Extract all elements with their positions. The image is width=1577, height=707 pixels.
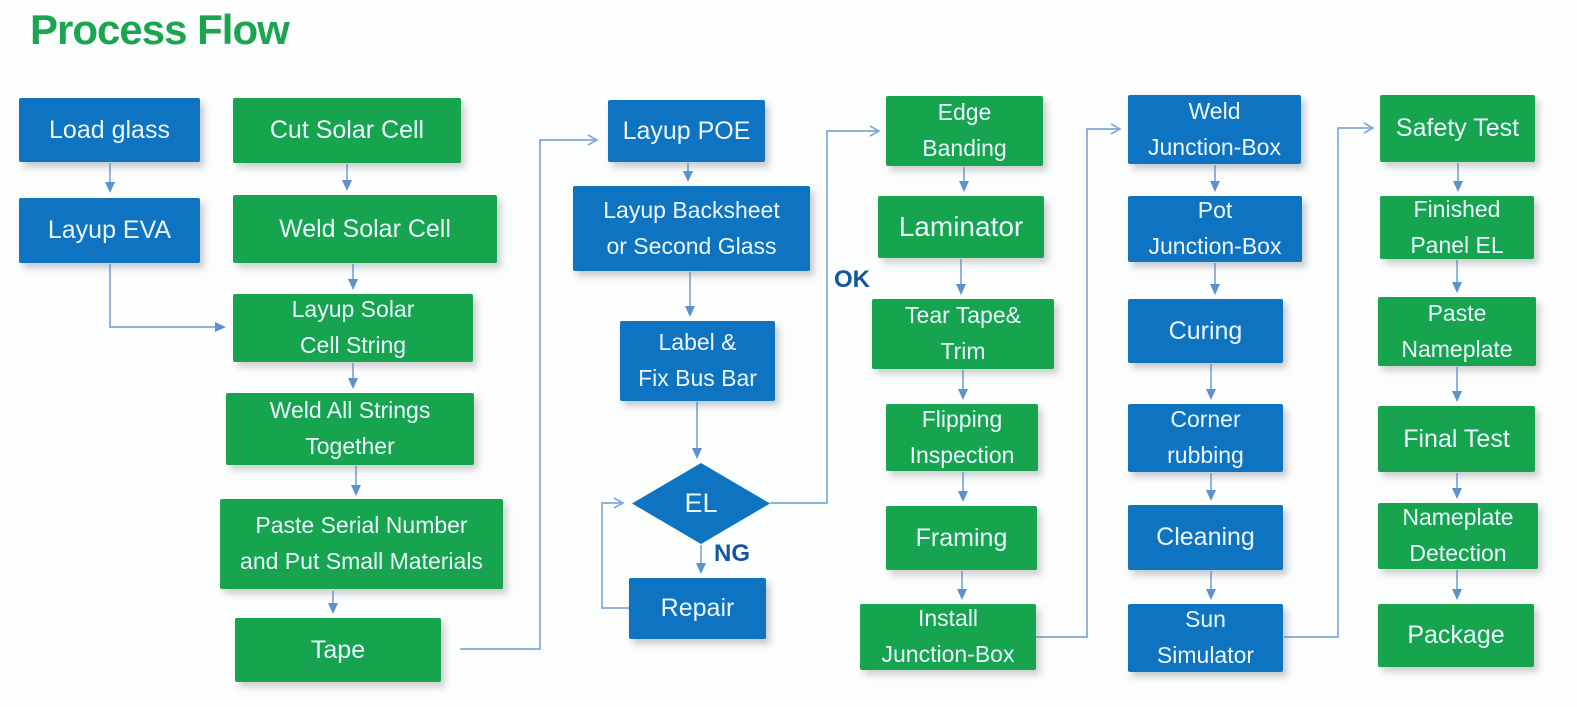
node-weld-solar-cell: Weld Solar Cell (233, 195, 497, 263)
node-cleaning: Cleaning (1128, 505, 1283, 570)
node-nameplate-detection: Nameplate Detection (1378, 503, 1538, 569)
node-sun-simulator: Sun Simulator (1128, 604, 1283, 672)
node-repair: Repair (629, 578, 766, 639)
node-flipping-inspection: Flipping Inspection (886, 404, 1038, 471)
node-curing: Curing (1128, 299, 1283, 363)
node-tape: Tape (235, 618, 441, 682)
node-layup-poe: Layup POE (608, 100, 765, 162)
decision-label-ng: NG (714, 540, 750, 567)
node-el-decision: EL (632, 463, 770, 544)
node-layup-backsheet: Layup Backsheet or Second Glass (573, 186, 810, 271)
page-title: Process Flow (30, 6, 290, 53)
node-corner-rubbing: Corner rubbing (1128, 404, 1283, 472)
node-laminator: Laminator (878, 196, 1044, 258)
node-tear-tape-trim: Tear Tape& Trim (872, 299, 1054, 369)
node-safety-test: Safety Test (1380, 95, 1535, 162)
node-paste-serial-number: Paste Serial Number and Put Small Materi… (220, 499, 503, 589)
node-final-test: Final Test (1378, 406, 1535, 472)
decision-label-ok: OK (834, 266, 870, 293)
node-install-junction-box: Install Junction-Box (860, 604, 1036, 670)
node-framing: Framing (886, 506, 1037, 570)
node-finished-panel-el: Finished Panel EL (1380, 196, 1534, 259)
node-weld-all-strings-together: Weld All Strings Together (226, 393, 474, 465)
node-package: Package (1378, 604, 1534, 667)
node-label-fix-bus-bar: Label & Fix Bus Bar (620, 321, 775, 401)
node-cut-solar-cell: Cut Solar Cell (233, 98, 461, 163)
node-load-glass: Load glass (19, 98, 200, 162)
node-paste-nameplate: Paste Nameplate (1378, 297, 1536, 366)
connector-repair-to-el-loop (601, 497, 629, 609)
connector-install-jb-to-weld-jb (1036, 123, 1122, 638)
node-layup-eva: Layup EVA (19, 198, 200, 263)
node-layup-solar-cell-string: Layup Solar Cell String (233, 294, 473, 362)
node-pot-junction-box: Pot Junction-Box (1128, 196, 1302, 262)
node-weld-junction-box: Weld Junction-Box (1128, 95, 1301, 164)
node-edge-banding: Edge Banding (886, 96, 1043, 166)
arrow-layup-eva-to-layup-solar-cell-string (109, 264, 226, 332)
